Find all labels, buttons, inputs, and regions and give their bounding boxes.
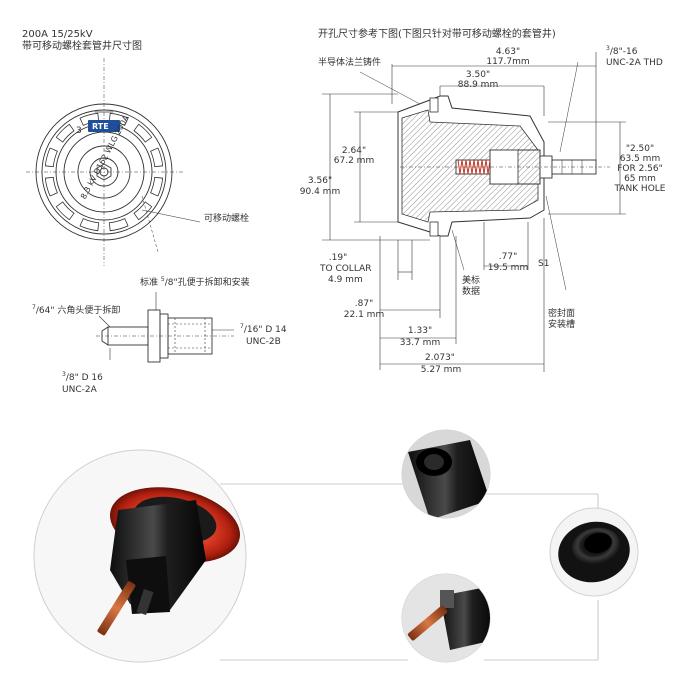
rim-slot — [150, 147, 164, 168]
dim-3-56-mm: 90.4 mm — [299, 187, 341, 197]
dim-tank-hole: TANK HOLE — [614, 184, 666, 194]
rim-slot — [79, 218, 100, 232]
section-drawing — [397, 95, 610, 237]
rim-slot — [150, 176, 164, 197]
dim-3-56: 3.56" — [307, 176, 333, 186]
rim-slot — [55, 123, 75, 143]
leader-hex — [98, 315, 111, 328]
rim-slot — [108, 218, 129, 232]
thread-zigzag-path — [457, 159, 491, 175]
dim-0-77-mm: 19.5 mm — [487, 263, 529, 273]
rim-slot — [55, 201, 75, 221]
dim-2-64: 2.64" — [341, 146, 367, 156]
label-s1: S1 — [538, 259, 550, 269]
label-hex-head: 7/64" 六角头便于拆卸 — [32, 304, 121, 317]
dim-1-33: 1.33" — [407, 326, 433, 336]
photo-stud-bottom — [401, 573, 491, 663]
label-thread-right: 7/16" D 14 — [240, 323, 287, 336]
dim-2-073: 2.073" — [425, 353, 455, 363]
leader-removable-bolt — [141, 209, 201, 223]
label-standard-hole: 标准 5/8"孔便于拆卸和安装 — [140, 276, 250, 289]
dim-2-073-mm: 5.27 mm — [420, 365, 462, 375]
dim-2-50: "2.50" — [625, 144, 655, 154]
number-mark: 3 — [76, 126, 82, 136]
label-thd: 3/8"-16 — [606, 45, 638, 58]
label-removable-bolt: 可移动螺栓 — [204, 214, 250, 224]
dim-2-50-mm2: 65 mm — [624, 174, 656, 184]
label-thread-left-spec: UNC-2A — [62, 385, 97, 395]
front-logo-plate — [88, 120, 120, 132]
section-title: 开孔尺寸参考下图(下图只针对带可移动螺栓的套管井) — [318, 29, 556, 40]
label-thd-spec: UNC-2A THD — [606, 58, 663, 68]
dim-0-87: .87" — [354, 299, 374, 309]
outer-rim — [35, 103, 173, 241]
bolt-boss — [89, 157, 119, 187]
label-thread-right-spec: UNC-2B — [246, 337, 281, 347]
dim-2-50-for: FOR 2.56" — [617, 164, 663, 174]
bolt-right-body — [167, 317, 213, 355]
dim-0-87-mm: 22.1 mm — [343, 310, 385, 320]
dim-0-19: .19" — [328, 253, 348, 263]
label-thread-left: 3/8" D 16 — [62, 371, 103, 384]
rim-slot — [133, 201, 153, 221]
dim-3-50: 3.50" — [465, 70, 491, 80]
rim-slot — [133, 123, 153, 143]
rim-slot — [44, 176, 58, 197]
dim-4-63: 4.63" — [495, 47, 521, 57]
dim-0-77: .77" — [498, 252, 518, 262]
label-nameplate-1: 美标 — [462, 276, 481, 286]
photo-main-bushing — [33, 449, 247, 663]
photo-connectors — [220, 483, 599, 661]
dim-0-19-mm: 4.9 mm — [328, 275, 363, 285]
main-title-rating: 200A 15/25kV — [22, 29, 93, 40]
label-seal-2: 安装槽 — [548, 320, 576, 330]
photo-seal-cup — [549, 507, 639, 597]
rim-slot — [44, 147, 58, 168]
bolt-drawing — [96, 309, 234, 363]
label-seal-1: 密封面 — [548, 309, 576, 319]
section-dimensions — [322, 52, 626, 372]
thread-zigzag — [457, 159, 491, 175]
photo-insert-top — [401, 429, 491, 519]
dim-0-19-to-collar: TO COLLAR — [320, 264, 372, 274]
rim-slot-marks — [44, 112, 164, 232]
rte-logo: RTE — [92, 122, 109, 131]
label-nameplate-2: 数据 — [462, 287, 481, 297]
hex-nut — [96, 163, 112, 181]
label-semiconductor-flange: 半导体法兰铸件 — [318, 58, 382, 68]
dim-3-50-mm: 88.9 mm — [457, 80, 499, 90]
dim-2-50-mm: 63.5 mm — [619, 154, 661, 164]
main-title-desc: 带可移动螺栓套管井尺寸图 — [22, 41, 142, 52]
dim-1-33-mm: 33.7 mm — [399, 338, 441, 348]
dim-2-64-mm: 67.2 mm — [333, 156, 375, 166]
dim-4-63-mm: 117.7mm — [486, 57, 530, 67]
